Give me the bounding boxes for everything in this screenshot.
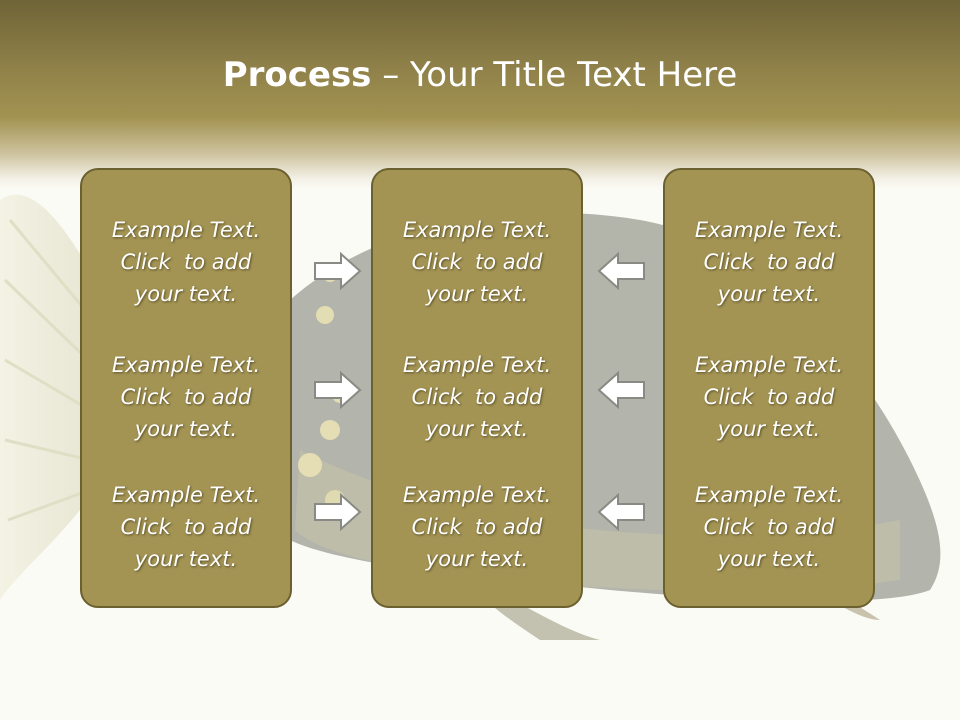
text-line: Example Text. <box>111 353 261 377</box>
text-line: your text. <box>717 547 821 571</box>
text-line: your text. <box>134 282 238 306</box>
text-line: Click to add <box>411 385 543 409</box>
text-box-left[interactable]: Example Text. Click to add your text. Ex… <box>80 168 292 608</box>
arrow-left-icon <box>597 370 645 410</box>
text-line: Example Text. <box>111 483 261 507</box>
title-bold-text: Process <box>222 55 372 95</box>
text-line: your text. <box>425 282 529 306</box>
text-line: Click to add <box>703 385 835 409</box>
text-box-right[interactable]: Example Text. Click to add your text. Ex… <box>663 168 875 608</box>
text-line: Click to add <box>120 250 252 274</box>
text-line: Click to add <box>411 515 543 539</box>
text-line: your text. <box>425 417 529 441</box>
title-rest-text: – Your Title Text Here <box>371 55 738 95</box>
arrow-right-icon <box>314 492 362 532</box>
text-box-center[interactable]: Example Text. Click to add your text. Ex… <box>371 168 583 608</box>
text-line: your text. <box>717 417 821 441</box>
text-line: your text. <box>134 547 238 571</box>
arrow-left-icon <box>597 251 645 291</box>
text-line: Example Text. <box>402 218 552 242</box>
header-band <box>0 0 960 190</box>
text-item[interactable]: Example Text. Click to add your text. <box>82 479 290 575</box>
text-line: Example Text. <box>694 353 844 377</box>
page-title[interactable]: Process – Your Title Text Here <box>0 52 960 98</box>
text-item[interactable]: Example Text. Click to add your text. <box>665 349 873 445</box>
text-line: Example Text. <box>694 218 844 242</box>
text-line: your text. <box>134 417 238 441</box>
text-item[interactable]: Example Text. Click to add your text. <box>665 479 873 575</box>
text-line: Click to add <box>120 515 252 539</box>
arrow-right-icon <box>314 251 362 291</box>
text-item[interactable]: Example Text. Click to add your text. <box>373 349 581 445</box>
text-item[interactable]: Example Text. Click to add your text. <box>373 214 581 310</box>
text-line: your text. <box>425 547 529 571</box>
text-line: Example Text. <box>402 483 552 507</box>
text-item[interactable]: Example Text. Click to add your text. <box>82 214 290 310</box>
text-item[interactable]: Example Text. Click to add your text. <box>373 479 581 575</box>
text-line: Example Text. <box>111 218 261 242</box>
text-line: Click to add <box>120 385 252 409</box>
text-line: Click to add <box>411 250 543 274</box>
arrow-right-icon <box>314 370 362 410</box>
text-line: your text. <box>717 282 821 306</box>
text-line: Click to add <box>703 515 835 539</box>
text-line: Example Text. <box>694 483 844 507</box>
text-item[interactable]: Example Text. Click to add your text. <box>82 349 290 445</box>
text-line: Click to add <box>703 250 835 274</box>
text-line: Example Text. <box>402 353 552 377</box>
text-item[interactable]: Example Text. Click to add your text. <box>665 214 873 310</box>
arrow-left-icon <box>597 492 645 532</box>
